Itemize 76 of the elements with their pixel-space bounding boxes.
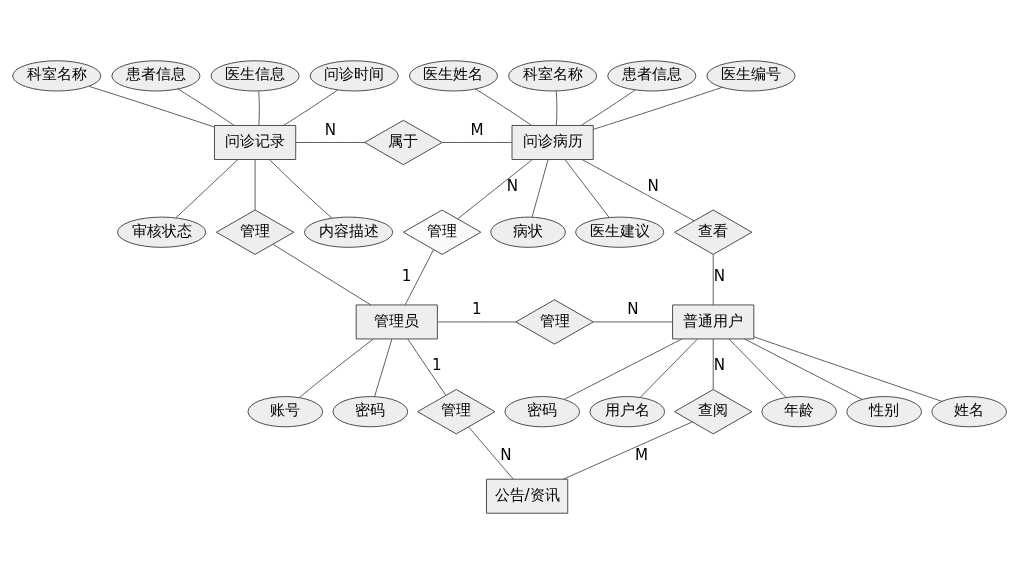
node-ellipse: 医生编号 <box>706 59 796 91</box>
connector <box>639 338 698 398</box>
connector <box>728 338 787 398</box>
connector <box>177 88 235 126</box>
connector <box>531 158 549 217</box>
connector <box>555 90 558 126</box>
connector <box>436 320 517 322</box>
connector <box>712 338 714 390</box>
connector <box>712 253 714 305</box>
connector <box>744 338 863 400</box>
edge-label: 1 <box>471 299 482 318</box>
connector <box>475 88 532 126</box>
edge-label: M <box>470 120 484 139</box>
connector <box>580 88 636 126</box>
node-diamond: 管理 <box>402 209 482 255</box>
connector <box>562 420 693 480</box>
edge-label: M <box>634 445 648 464</box>
node-ellipse: 病状 <box>490 216 566 248</box>
edge-label: N <box>647 176 659 195</box>
node-ellipse: 问诊时间 <box>309 59 399 91</box>
connector <box>753 335 943 402</box>
connector <box>404 248 435 305</box>
node-ellipse: 年龄 <box>761 395 837 427</box>
node-ellipse: 科室名称 <box>12 59 102 91</box>
node-box: 公告/资讯 <box>486 478 569 514</box>
node-ellipse: 医生姓名 <box>408 59 498 91</box>
edge-label: 1 <box>401 266 412 285</box>
node-ellipse: 患者信息 <box>111 59 201 91</box>
edge-label: N <box>506 176 519 195</box>
node-box: 问诊记录 <box>214 124 297 160</box>
connector <box>564 158 610 218</box>
node-ellipse: 患者信息 <box>607 59 697 91</box>
connector <box>254 158 256 210</box>
connector <box>175 158 239 218</box>
node-diamond: 管理 <box>417 388 496 434</box>
connector <box>272 243 372 305</box>
node-ellipse: 姓名 <box>931 395 1007 427</box>
connector <box>283 88 339 126</box>
edge-label: N <box>324 120 336 139</box>
connector <box>581 158 695 221</box>
connector <box>258 90 260 126</box>
node-ellipse: 用户名 <box>589 395 666 427</box>
node-ellipse: 科室名称 <box>508 59 598 91</box>
edge-label: N <box>627 299 639 318</box>
connector <box>88 85 215 127</box>
connector <box>374 338 393 397</box>
edge-label: N <box>713 355 725 374</box>
node-ellipse: 医生建议 <box>575 216 665 248</box>
connector <box>457 158 533 219</box>
node-ellipse: 内容描述 <box>304 216 394 248</box>
node-diamond: 管理 <box>515 298 594 345</box>
connector <box>592 320 674 322</box>
node-box: 问诊病历 <box>511 124 594 160</box>
node-ellipse: 密码 <box>504 395 580 427</box>
connector <box>407 338 447 396</box>
node-diamond: 管理 <box>215 209 295 255</box>
node-box: 管理员 <box>355 303 438 339</box>
connector <box>592 86 723 130</box>
edge-label: N <box>713 266 725 285</box>
node-ellipse: 医生信息 <box>210 59 300 91</box>
node-diamond: 查看 <box>674 209 753 255</box>
connector <box>563 338 683 400</box>
node-diamond: 查阅 <box>674 388 753 434</box>
connector <box>298 338 374 398</box>
node-ellipse: 密码 <box>332 395 409 427</box>
connector <box>441 141 513 143</box>
connector <box>295 141 366 143</box>
edge-label: N <box>500 445 512 464</box>
connector <box>468 426 514 480</box>
node-diamond: 属于 <box>364 119 443 165</box>
node-box: 普通用户 <box>672 303 755 339</box>
connector <box>268 158 333 219</box>
node-ellipse: 性别 <box>846 395 922 427</box>
edge-label: 1 <box>432 355 442 374</box>
node-ellipse: 账号 <box>247 395 324 427</box>
node-ellipse: 审核状态 <box>117 216 207 248</box>
